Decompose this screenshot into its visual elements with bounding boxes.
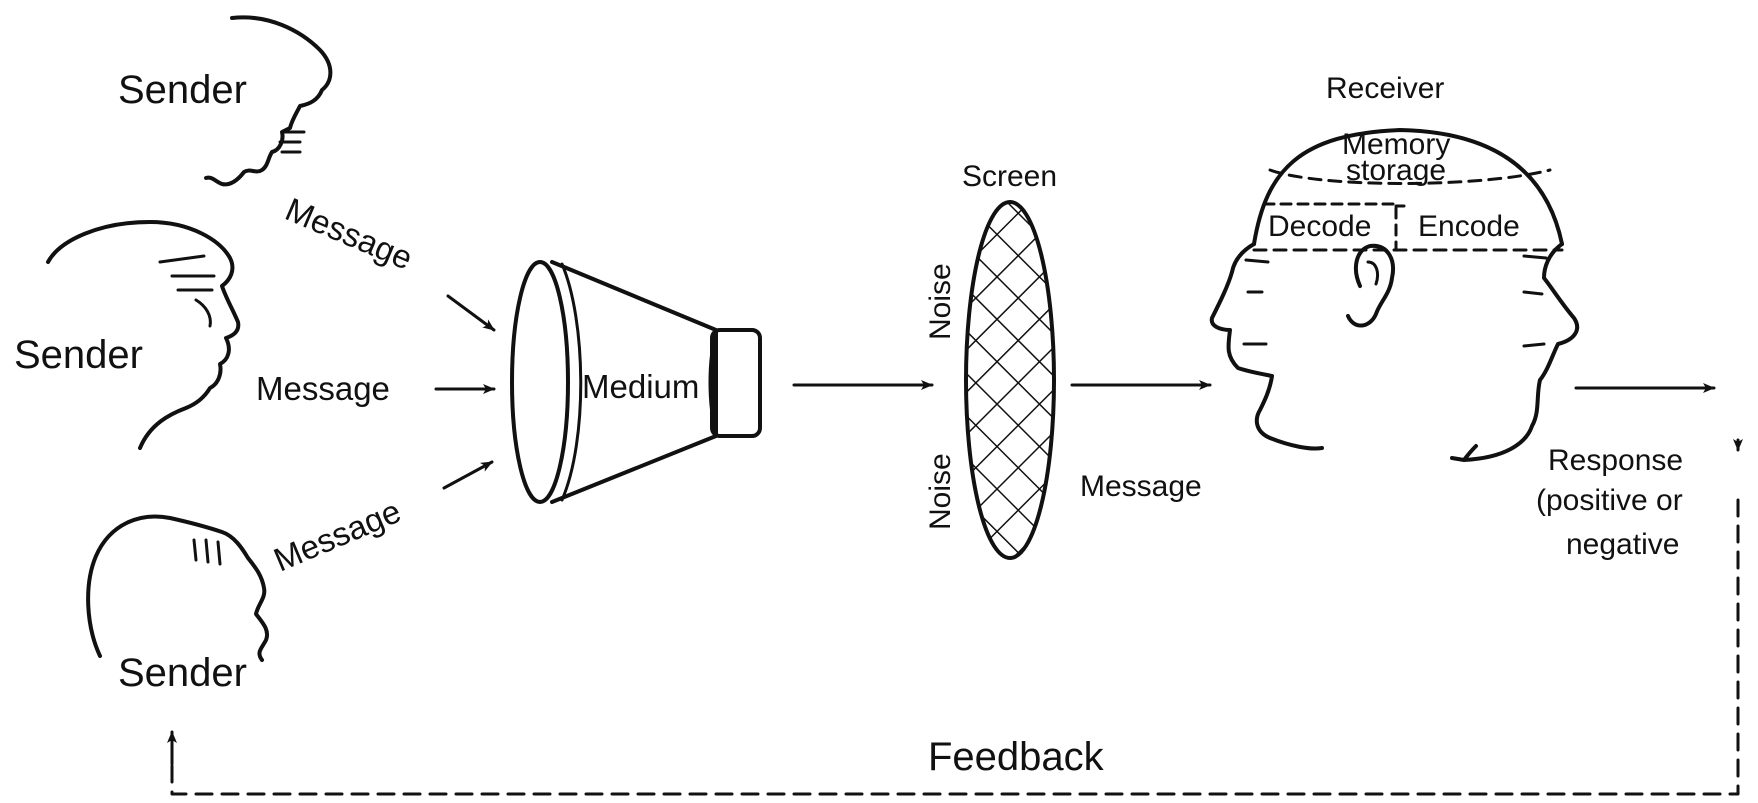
response-label: negative: [1566, 528, 1679, 561]
memory-storage-label: storage: [1346, 154, 1446, 187]
receiver-head-icon: [1209, 128, 1580, 462]
medium-label: Medium: [582, 368, 699, 405]
decode-label: Decode: [1268, 210, 1371, 243]
sender-label: Sender: [118, 651, 247, 695]
message-label: Message: [1080, 470, 1202, 503]
arrow-icon: [442, 460, 494, 490]
feedback-loop-line: [170, 498, 1740, 796]
memory-storage-label: Memory: [1342, 128, 1450, 161]
screen-label: Screen: [962, 160, 1057, 193]
arrow-icon: [446, 294, 496, 332]
response-label: Response: [1548, 444, 1683, 477]
sender-label: Sender: [118, 68, 247, 112]
message-label: Message: [268, 492, 406, 578]
feedback-label: Feedback: [928, 735, 1105, 779]
noise-label: Noise: [924, 453, 957, 530]
sender-head-icon: [204, 15, 333, 187]
receiver-label: Receiver: [1326, 72, 1444, 105]
noise-label: Noise: [924, 263, 957, 340]
message-label: Message: [280, 190, 418, 276]
sender-label: Sender: [14, 333, 143, 377]
screen-mesh-icon: [964, 200, 1056, 560]
response-label: (positive or: [1536, 484, 1683, 517]
sender-head-icon: [46, 220, 241, 450]
megaphone-icon: [510, 260, 762, 504]
sender-head-icon: [86, 514, 269, 662]
message-label: Message: [256, 370, 390, 407]
encode-label: Encode: [1418, 210, 1520, 243]
